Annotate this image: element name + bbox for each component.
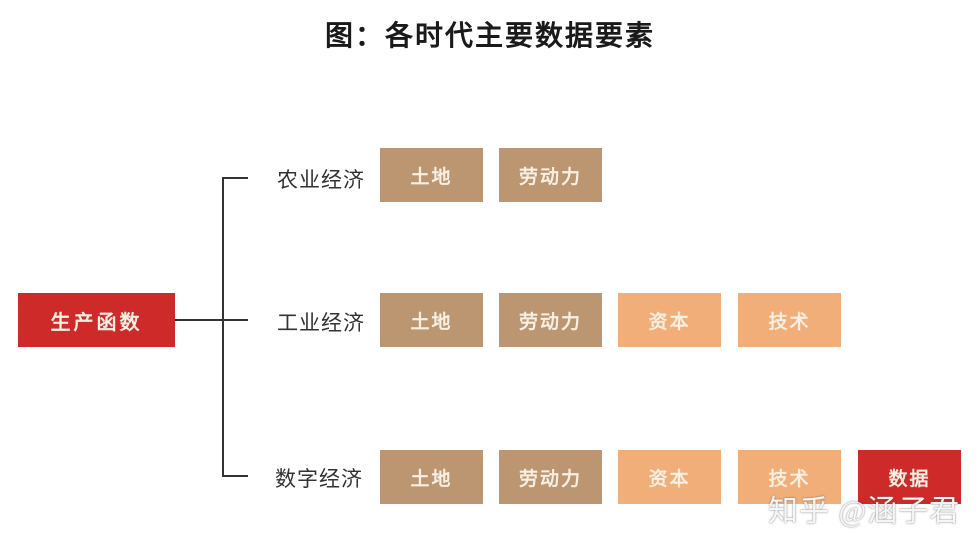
root-node-production-function: 生产函数 [18,293,175,347]
box-industrial-capital: 资本 [618,293,721,347]
row-label-digital-economy: 数字经济 [275,467,363,491]
connector-branch-digital [222,475,248,477]
row-label-industrial-economy: 工业经济 [277,311,365,335]
box-digital-capital: 资本 [618,450,721,504]
box-agriculture-labor: 劳动力 [499,148,602,202]
box-industrial-labor: 劳动力 [499,293,602,347]
box-digital-data: 数据 [858,450,961,504]
box-digital-technology: 技术 [738,450,841,504]
zhihu-watermark: 知乎 @涵子君 [768,495,961,528]
connector-root-horizontal [175,319,248,321]
connector-vertical-spine [222,177,224,477]
box-agriculture-land: 土地 [380,148,483,202]
box-digital-labor: 劳动力 [499,450,602,504]
diagram-title: 图：各时代主要数据要素 [324,21,655,52]
connector-branch-agriculture [222,177,248,179]
box-digital-land: 土地 [380,450,483,504]
box-industrial-technology: 技术 [738,293,841,347]
box-industrial-land: 土地 [380,293,483,347]
row-label-agriculture-economy: 农业经济 [277,168,365,192]
